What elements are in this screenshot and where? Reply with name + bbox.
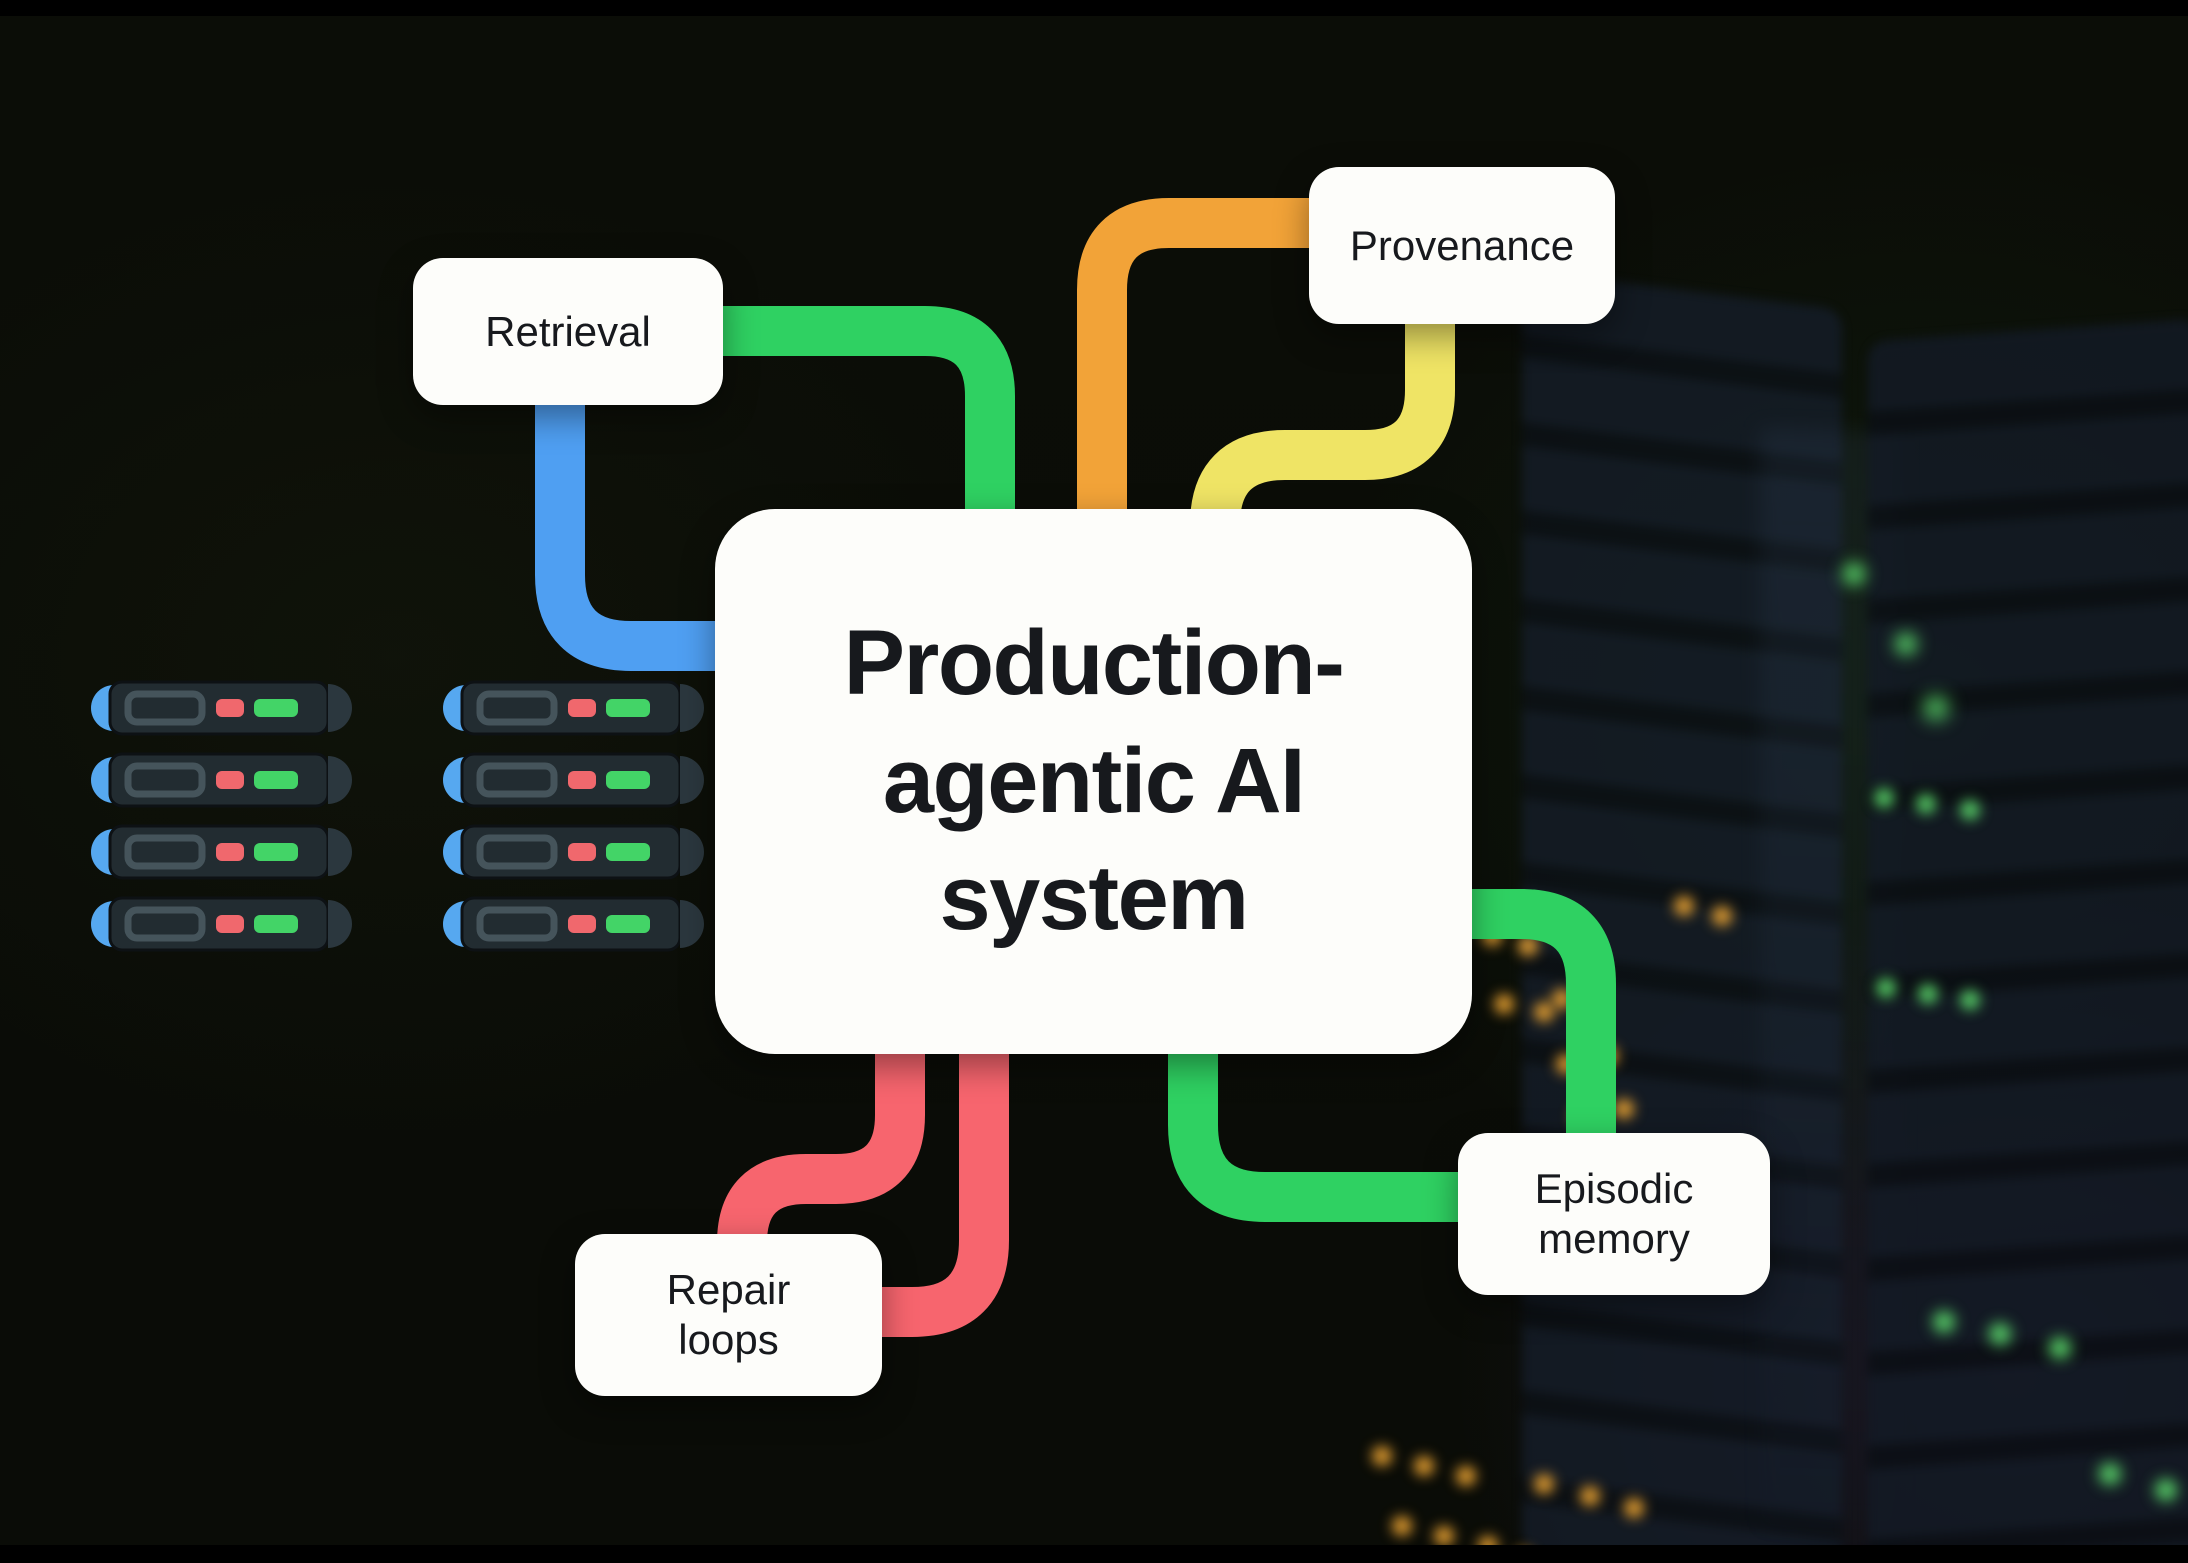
node-provenance: Provenance [1309, 167, 1615, 324]
server-rack-right-icon [443, 682, 704, 950]
letterbox-top [0, 0, 2188, 16]
edge-repair-red-a [717, 1030, 925, 1262]
server-unit-icon [443, 826, 704, 878]
server-unit-icon [91, 754, 352, 806]
server-unit-icon [91, 898, 352, 950]
server-unit-icon [443, 682, 704, 734]
letterbox-bottom [0, 1545, 2188, 1563]
node-retrieval-label: Retrieval [485, 307, 651, 355]
center-label-line1: Production- [843, 611, 1345, 714]
edge-retrieval-blue [535, 380, 745, 671]
edge-repair-red-b [858, 1030, 1009, 1337]
node-repair-loops-line1: Repair [666, 1266, 791, 1314]
edge-retrieval-green [700, 306, 1015, 545]
center-label-line2: agentic AI [882, 729, 1306, 832]
node-episodic-memory-line1: Episodic [1534, 1165, 1694, 1213]
node-episodic-memory-line2: memory [1538, 1215, 1690, 1262]
node-center: Production- agentic AI system [715, 509, 1472, 1054]
edge-provenance-orange [1077, 198, 1330, 545]
node-episodic-memory: Episodic memory [1458, 1133, 1770, 1295]
center-label-line3: system [939, 847, 1249, 950]
edge-episodic-green-b [1448, 889, 1616, 1158]
node-retrieval: Retrieval [413, 258, 723, 405]
server-rack-left-icon [91, 682, 352, 950]
server-unit-icon [443, 754, 704, 806]
server-unit-icon [443, 898, 704, 950]
edge-provenance-yellow [1190, 300, 1455, 545]
node-provenance-label: Provenance [1349, 221, 1575, 269]
server-unit-icon [91, 826, 352, 878]
server-unit-icon [91, 682, 352, 734]
node-repair-loops-line2: loops [678, 1316, 779, 1363]
edge-episodic-green-a [1168, 1030, 1482, 1222]
node-repair-loops: Repair loops [575, 1234, 882, 1396]
